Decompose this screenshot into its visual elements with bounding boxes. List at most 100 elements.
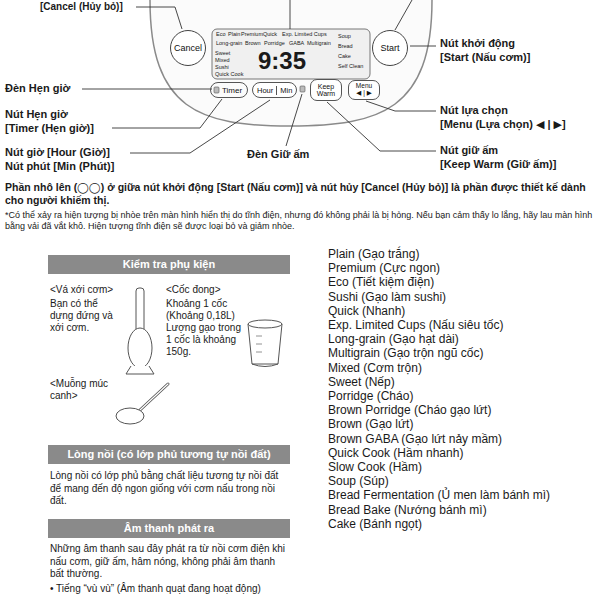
button-text: Start xyxy=(380,43,399,53)
button-text: Hour xyxy=(257,86,276,95)
display-menu-text: Brown xyxy=(245,40,261,46)
accessory-note: Bạn có thể dựng đứng và xới cơm. xyxy=(50,298,122,334)
leader-line xyxy=(130,100,270,153)
menu-list-item: Soup (Súp) xyxy=(328,475,389,489)
menu-list-item: Eco (Tiết kiệm điện) xyxy=(328,276,434,290)
menu-list-item: Cake (Bánh ngọt) xyxy=(328,518,422,532)
section-band: Âm thanh phát ra xyxy=(48,519,290,538)
display-menu-text: Mixed xyxy=(215,57,230,63)
button-text: Timer xyxy=(222,86,242,95)
menu-list-item: Long-grain (Gạo hạt dài) xyxy=(328,333,459,347)
callout-label: Nút khởi động xyxy=(440,37,515,50)
cancel-button: Cancel xyxy=(170,30,206,66)
display-menu-text: Sweet xyxy=(215,50,230,56)
button-text: ◀ | ▶ xyxy=(356,90,371,97)
menu-list-item: Sweet (Nếp) xyxy=(328,376,395,390)
leader-line xyxy=(290,0,291,29)
display-menu-text: Premium xyxy=(241,31,263,37)
button-text: Keep Warm xyxy=(313,83,339,98)
menu-list-item: Plain (Gạo trắng) xyxy=(328,248,419,262)
note-paragraph: Phần nhô lên (◯◯) ở giữa nút khởi động [… xyxy=(5,181,595,207)
callout-label: Nút giờ [Hour (Giờ)] xyxy=(5,146,110,159)
display-menu-text: Quick xyxy=(263,31,277,37)
leader-line xyxy=(136,7,182,29)
leader-line xyxy=(410,46,436,47)
menu-list-item: Quick Cook (Hầm nhanh) xyxy=(328,447,463,461)
display-clock: 9:35 xyxy=(258,48,306,74)
display-menu-text: Quick Cook xyxy=(215,71,243,77)
display-menu-text: Porridge xyxy=(264,40,285,46)
menu-list-item: Slow Cook (Hầm) xyxy=(328,461,422,475)
menu-list-item: Brown Porridge (Cháo gạo lứt) xyxy=(328,404,491,418)
menu-list-item: Brown (Gạo lứt) xyxy=(328,418,413,432)
paddle-stand xyxy=(126,366,154,374)
section-band: Lòng nồi (có lớp phủ tương tự nồi đất) xyxy=(48,445,290,464)
measuring-cup xyxy=(248,320,282,367)
menu-list-item: Porridge (Cháo) xyxy=(328,390,413,404)
accessory-note: Khoảng 1 cốc (Khoảng 0,18L) Lượng gạo tr… xyxy=(166,298,244,358)
callout-label: [Timer (Hẹn giờ)] xyxy=(5,122,94,135)
display-menu-text: Multigrain xyxy=(307,40,331,46)
panel-outline xyxy=(150,0,432,126)
cup-marks xyxy=(256,336,262,352)
display-menu-text: Long-grain xyxy=(216,40,242,46)
leader-line xyxy=(327,102,436,151)
section-heading: Âm thanh phát ra xyxy=(124,522,214,534)
keep-warm-button: Keep Warm xyxy=(310,79,342,101)
leader-line xyxy=(395,0,412,30)
menu-list-item: Bread Fermentation (Ủ men làm bánh mì) xyxy=(328,489,550,503)
button-text: Menu xyxy=(356,83,372,90)
leader-line xyxy=(366,101,436,111)
keep-warm-lamp xyxy=(300,86,305,92)
accessory-name: <Vá xới cơm> xyxy=(50,284,130,296)
cup-body xyxy=(248,324,282,364)
ladle-handle xyxy=(140,384,168,410)
callout-label: Nút lựa chọn xyxy=(440,104,508,117)
menu-list-item: Exp. Limited Cups (Nấu siêu tốc) xyxy=(328,319,503,333)
callout-label: [Cancel (Hủy bỏ)] xyxy=(40,1,123,13)
display-menu-text: Sushi xyxy=(215,64,229,70)
cup-rim xyxy=(248,320,282,328)
display-menu-text: Bread xyxy=(338,43,353,49)
body-text: Những âm thanh sau đây phát ra từ nồi cơ… xyxy=(50,543,288,581)
display-window xyxy=(212,29,370,79)
menu-list-item: Sushi (Gạo làm sushi) xyxy=(328,291,446,305)
button-text: Cancel xyxy=(174,43,202,53)
callout-label: [Keep Warm (Giữ ấm)] xyxy=(440,158,556,171)
hour-min-button: HourMin xyxy=(252,82,297,98)
timer-lamp xyxy=(214,87,219,93)
callout-label: [Start (Nấu cơm)] xyxy=(440,51,530,64)
start-button: Start xyxy=(372,30,408,66)
callout-label: Nút phút [Min (Phút)] xyxy=(5,160,114,173)
leader-line xyxy=(112,99,222,128)
callout-label: [Menu (Lựa chọn) ◀ | ▶] xyxy=(440,118,566,131)
callout-label: Nút Hẹn giờ xyxy=(5,108,68,121)
section-heading: Kiểm tra phụ kiện xyxy=(123,258,215,270)
timer-button: Timer xyxy=(210,82,248,98)
button-text: Min xyxy=(276,86,292,95)
display-menu-text: Eco xyxy=(216,31,225,37)
menu-list-item: Multigrain (Gạo trộn ngũ cốc) xyxy=(328,347,483,361)
menu-list-item: Mixed (Cơm trộn) xyxy=(328,362,422,376)
menu-list-item: Brown GABA (Gạo lứt nảy mầm) xyxy=(328,433,502,447)
body-text: Lòng nồi có lớp phủ bằng chất liệu tương… xyxy=(50,470,288,508)
paddle-blade xyxy=(128,328,152,368)
display-menu-text: Exp. Limited Cups xyxy=(282,31,327,37)
menu-list-item: Premium (Cực ngon) xyxy=(328,262,440,276)
callout-label: Đèn Giữ ấm xyxy=(247,148,309,161)
callout-label: Đèn Hẹn giờ xyxy=(5,82,70,95)
footnote: *Có thể xảy ra hiện tượng bị nhòe trên m… xyxy=(5,210,595,232)
display-menu-text: Soup xyxy=(338,33,351,39)
menu-button: Menu◀ | ▶ xyxy=(348,80,380,100)
accessory-name: <Muỗng múc canh> xyxy=(50,378,112,402)
accessory-name: <Cốc đong> xyxy=(166,284,246,296)
display-menu-text: GABA xyxy=(289,40,304,46)
leader-line xyxy=(286,94,302,146)
callout-label: Nút giữ ấm xyxy=(440,144,498,157)
ladle-bowl xyxy=(116,408,144,424)
display-menu-text: Plain xyxy=(228,31,240,37)
leader-line xyxy=(82,89,212,90)
section-band: Kiểm tra phụ kiện xyxy=(48,255,290,274)
display-menu-text: Cake xyxy=(338,53,351,59)
